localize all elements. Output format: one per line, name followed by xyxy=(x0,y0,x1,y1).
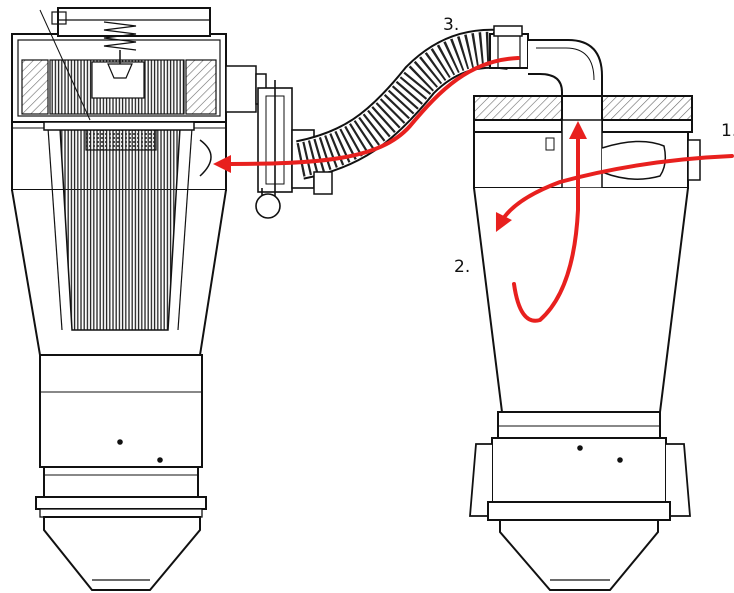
flow-arrow-vortex xyxy=(512,121,587,323)
label-step-3: 3. xyxy=(443,15,459,35)
cyclone-unit-right xyxy=(469,39,701,591)
motor-housing xyxy=(11,7,227,123)
filter-unit-left xyxy=(11,7,267,591)
label-step-2: 2. xyxy=(454,257,470,277)
connecting-hose xyxy=(295,25,529,195)
filter-cartridge xyxy=(59,127,181,331)
label-step-1: 1. xyxy=(721,121,734,141)
airflow-arrows xyxy=(213,56,734,323)
flow-arrow-hose xyxy=(213,56,520,173)
